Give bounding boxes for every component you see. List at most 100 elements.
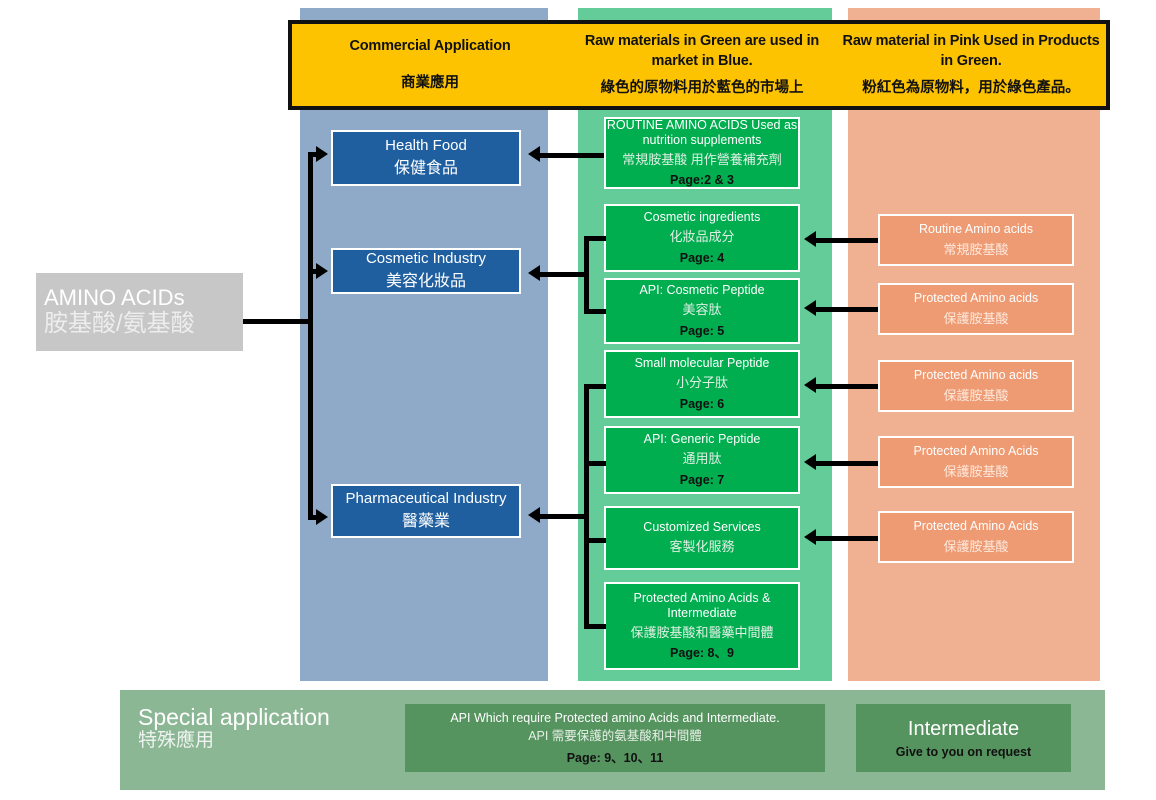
connector-trunk-to-pharma — [308, 515, 318, 520]
market-health-food-en: Health Food — [385, 137, 467, 154]
arrow-raw3-to-green — [804, 377, 816, 393]
product-api-cosmetic-en: API: Cosmetic Peptide — [639, 283, 765, 298]
special-application-title: Special application 特殊應用 — [138, 704, 398, 753]
bracket-pharma-arm-4 — [584, 624, 606, 629]
special-api-en: API Which require Protected amino Acids … — [450, 710, 780, 725]
raw-routine-en: Routine Amino acids — [919, 221, 1033, 236]
raw-box-protected-amino-acids-1[interactable]: Protected Amino acids 保護胺基酸 — [878, 283, 1074, 335]
intermediate-subtitle: Give to you on request — [895, 745, 1032, 759]
market-pharma-en: Pharmaceutical Industry — [345, 490, 507, 507]
banner-cell-pink-green: Raw material in Pink Used in Products in… — [836, 24, 1106, 106]
root-label-zh: 胺基酸/氨基酸 — [44, 309, 195, 337]
special-api-page: Page: 9、10、11 — [566, 751, 664, 766]
connector-cosmetic-to-market — [540, 272, 586, 277]
arrow-into-pharmaceutical-industry — [316, 509, 328, 525]
product-box-small-molecular-peptide[interactable]: Small molecular Peptide 小分子肽 Page: 6 — [604, 350, 800, 418]
raw-protected-3-en: Protected Amino Acids — [913, 443, 1039, 458]
column-band-raw-materials — [848, 8, 1100, 681]
product-customized-zh: 客製化服務 — [669, 539, 735, 555]
arrow-raw1-to-green — [804, 231, 816, 247]
root-node-amino-acids: AMINO ACIDs 胺基酸/氨基酸 — [36, 273, 243, 351]
arrow-routine-to-health-food — [528, 146, 540, 162]
market-box-cosmetic-industry[interactable]: Cosmetic Industry 美容化妝品 — [331, 248, 521, 294]
bracket-pharma-arm-1 — [584, 384, 606, 389]
product-cosmetic-ingredients-page: Page: 4 — [679, 250, 725, 265]
banner-cell-green-blue: Raw materials in Green are used in marke… — [568, 24, 836, 106]
product-api-generic-en: API: Generic Peptide — [643, 432, 761, 447]
connector-trunk-to-health-food — [308, 152, 318, 157]
market-cosmetic-zh: 美容化妝品 — [385, 273, 466, 290]
market-pharma-zh: 醫藥業 — [401, 513, 450, 530]
banner-title-en-1: Commercial Application — [349, 37, 511, 54]
raw-protected-3-zh: 保護胺基酸 — [943, 463, 1009, 479]
connector-trunk-to-cosmetic — [308, 269, 318, 274]
special-title-en: Special application — [138, 704, 330, 730]
banner-title-zh-1: 商業應用 — [401, 75, 459, 92]
bracket-cosmetic-arm-2 — [584, 309, 606, 314]
raw-box-routine-amino-acids[interactable]: Routine Amino acids 常規胺基酸 — [878, 214, 1074, 266]
product-box-protected-amino-acids-intermediate[interactable]: Protected Amino Acids & Intermediate 保護胺… — [604, 582, 800, 670]
bracket-pharma-arm-2 — [584, 461, 606, 466]
banner-title-en-2: Raw materials in Green are used in marke… — [584, 33, 820, 69]
legend-banner: Commercial Application 商業應用 Raw material… — [288, 20, 1110, 110]
raw-protected-4-en: Protected Amino Acids — [913, 518, 1039, 533]
intermediate-box[interactable]: Intermediate Give to you on request — [856, 704, 1071, 772]
raw-protected-1-zh: 保護胺基酸 — [943, 310, 1009, 326]
market-cosmetic-en: Cosmetic Industry — [365, 250, 487, 267]
bracket-pharma-arm-3 — [584, 538, 606, 543]
arrow-into-cosmetic-industry — [316, 263, 328, 279]
arrow-raw2-to-green — [804, 300, 816, 316]
connector-routine-to-health-food — [540, 153, 604, 158]
product-small-peptide-en: Small molecular Peptide — [634, 356, 770, 371]
product-api-generic-page: Page: 7 — [679, 472, 725, 487]
arrow-into-health-food — [316, 146, 328, 162]
special-api-zh: API 需要保護的氨基酸和中間體 — [528, 729, 702, 744]
product-routine-en: ROUTINE AMINO ACIDS Used as nutrition su… — [606, 117, 798, 147]
product-cosmetic-ingredients-zh: 化妝品成分 — [669, 229, 735, 245]
market-box-pharmaceutical-industry[interactable]: Pharmaceutical Industry 醫藥業 — [331, 484, 521, 538]
connector-root-horizontal — [243, 319, 313, 324]
product-api-generic-zh: 通用肽 — [682, 451, 722, 467]
connector-raw3-to-small-molecular-peptide — [816, 384, 878, 389]
product-customized-en: Customized Services — [643, 520, 761, 535]
product-small-peptide-page: Page: 6 — [679, 396, 725, 411]
bracket-cosmetic-arm-1 — [584, 236, 606, 241]
raw-box-protected-amino-acids-2[interactable]: Protected Amino acids 保護胺基酸 — [878, 360, 1074, 412]
intermediate-title: Intermediate — [907, 718, 1020, 740]
column-band-commercial — [300, 8, 548, 681]
product-box-routine-amino-acids[interactable]: ROUTINE AMINO ACIDS Used as nutrition su… — [604, 117, 800, 189]
raw-box-protected-amino-acids-4[interactable]: Protected Amino Acids 保護胺基酸 — [878, 511, 1074, 563]
bracket-pharma-vertical — [584, 384, 589, 629]
connector-raw4-to-api-generic-peptide — [816, 461, 878, 466]
product-protected-intermediate-page: Page: 8、9 — [670, 646, 734, 661]
product-routine-zh: 常規胺基酸 用作營養補充劑 — [622, 151, 782, 167]
raw-protected-4-zh: 保護胺基酸 — [943, 538, 1009, 554]
arrow-cosmetic-to-market — [528, 265, 540, 281]
arrow-pharma-to-market — [528, 507, 540, 523]
product-protected-intermediate-en: Protected Amino Acids & Intermediate — [633, 590, 771, 620]
connector-root-trunk — [308, 152, 313, 520]
raw-box-protected-amino-acids-3[interactable]: Protected Amino Acids 保護胺基酸 — [878, 436, 1074, 488]
connector-pharma-to-market — [540, 514, 586, 519]
product-small-peptide-zh: 小分子肽 — [675, 375, 728, 391]
market-box-health-food[interactable]: Health Food 保健食品 — [331, 130, 521, 186]
connector-raw5-to-customized-services — [816, 536, 878, 541]
bracket-cosmetic-vertical — [584, 236, 589, 314]
special-title-zh: 特殊應用 — [138, 730, 215, 752]
banner-title-zh-3: 粉紅色為原物料，用於綠色產品。 — [862, 80, 1080, 97]
product-box-cosmetic-ingredients[interactable]: Cosmetic ingredients 化妝品成分 Page: 4 — [604, 204, 800, 272]
product-box-customized-services[interactable]: Customized Services 客製化服務 — [604, 506, 800, 570]
product-api-cosmetic-zh: 美容肽 — [682, 302, 722, 318]
raw-routine-zh: 常規胺基酸 — [943, 241, 1009, 257]
connector-raw1-to-cosmetic-ingredients — [816, 238, 878, 243]
special-api-box[interactable]: API Which require Protected amino Acids … — [405, 704, 825, 772]
product-api-cosmetic-page: Page: 5 — [679, 323, 725, 338]
market-health-food-zh: 保健食品 — [393, 160, 458, 177]
product-box-api-cosmetic-peptide[interactable]: API: Cosmetic Peptide 美容肽 Page: 5 — [604, 278, 800, 344]
raw-protected-2-zh: 保護胺基酸 — [943, 387, 1009, 403]
product-box-api-generic-peptide[interactable]: API: Generic Peptide 通用肽 Page: 7 — [604, 426, 800, 494]
raw-protected-2-en: Protected Amino acids — [913, 367, 1039, 382]
arrow-raw5-to-green — [804, 529, 816, 545]
connector-raw2-to-api-cosmetic-peptide — [816, 307, 878, 312]
